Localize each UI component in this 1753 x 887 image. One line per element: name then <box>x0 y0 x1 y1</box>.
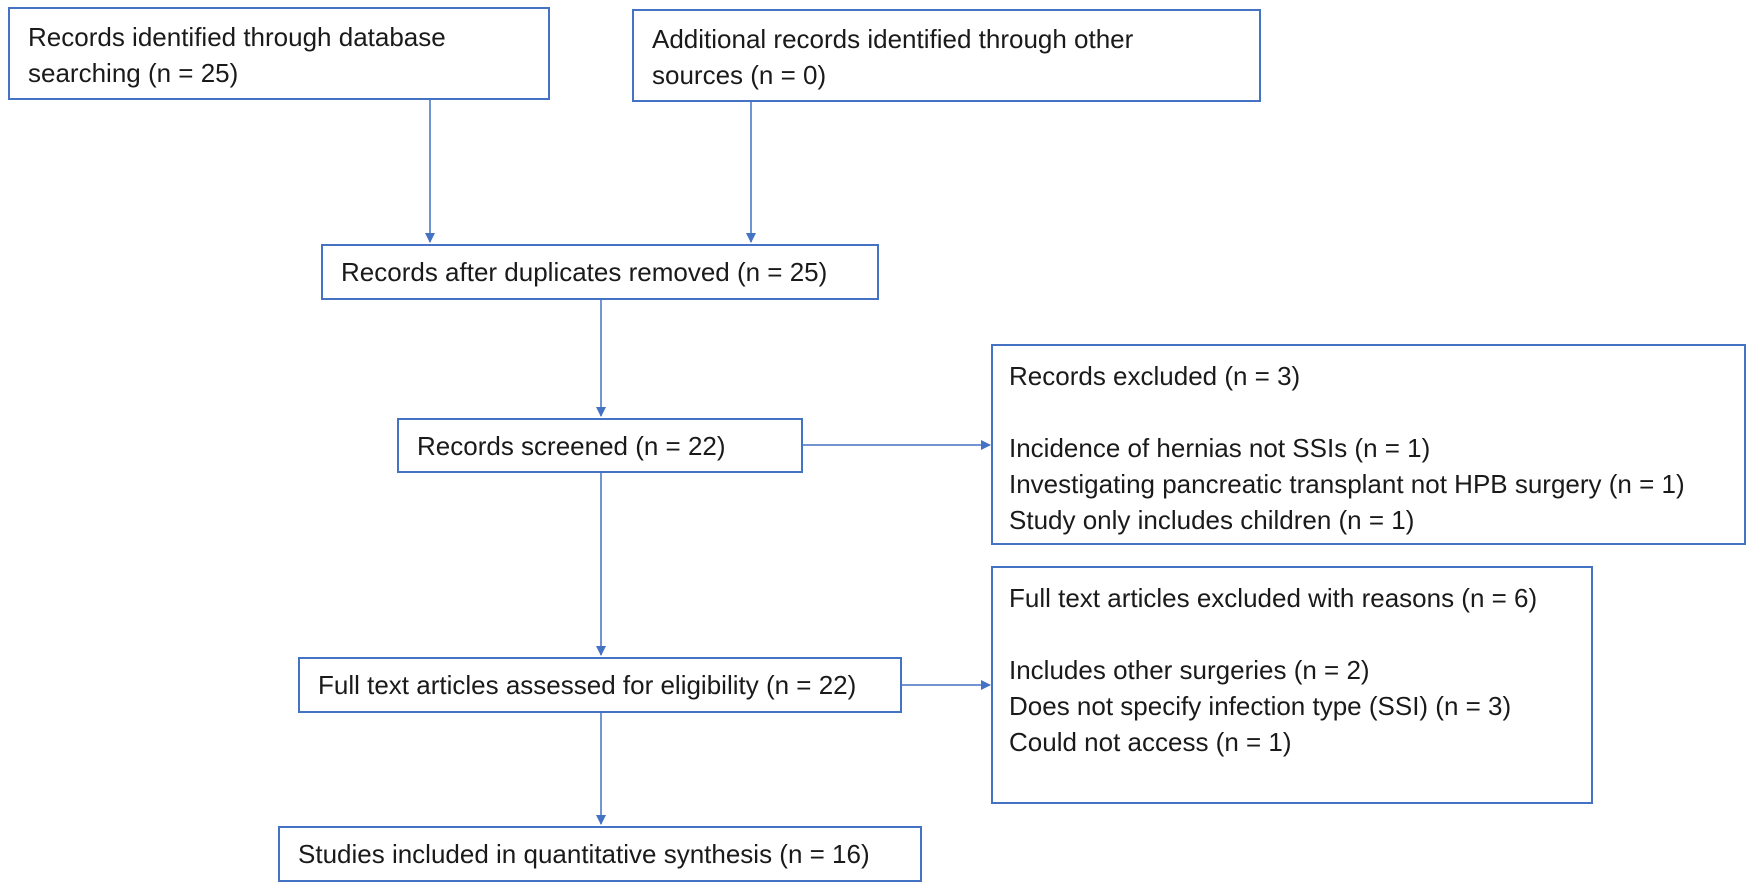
box-full-text-excluded: Full text articles excluded with reasons… <box>991 566 1593 804</box>
box-line: Records after duplicates removed (n = 25… <box>341 257 828 287</box>
box-line: Studies included in quantitative synthes… <box>298 839 870 869</box>
box-full-text-assessed: Full text articles assessed for eligibil… <box>298 657 902 713</box>
box-line: searching (n = 25) <box>28 58 239 88</box>
exclusion-reason: Study only includes children (n = 1) <box>1009 505 1415 535</box>
box-line: Full text articles assessed for eligibil… <box>318 670 857 700</box>
box-database-search: Records identified through database sear… <box>8 7 550 100</box>
box-records-excluded: Records excluded (n = 3) Incidence of he… <box>991 344 1746 545</box>
box-line: Records identified through database <box>28 22 446 52</box>
box-heading: Records excluded (n = 3) <box>1009 361 1301 391</box>
box-line: Additional records identified through ot… <box>652 24 1134 54</box>
box-line: Records screened (n = 22) <box>417 431 726 461</box>
exclusion-reason: Could not access (n = 1) <box>1009 727 1292 757</box>
box-other-sources: Additional records identified through ot… <box>632 9 1261 102</box>
exclusion-reason: Incidence of hernias not SSIs (n = 1) <box>1009 433 1431 463</box>
exclusion-reason: Includes other surgeries (n = 2) <box>1009 655 1370 685</box>
box-line: sources (n = 0) <box>652 60 827 90</box>
exclusion-reason: Investigating pancreatic transplant not … <box>1009 469 1685 499</box>
box-heading: Full text articles excluded with reasons… <box>1009 583 1538 613</box>
box-after-duplicates: Records after duplicates removed (n = 25… <box>321 244 879 300</box>
box-studies-included: Studies included in quantitative synthes… <box>278 826 922 882</box>
exclusion-reason: Does not specify infection type (SSI) (n… <box>1009 691 1512 721</box>
box-records-screened: Records screened (n = 22) <box>397 418 803 473</box>
